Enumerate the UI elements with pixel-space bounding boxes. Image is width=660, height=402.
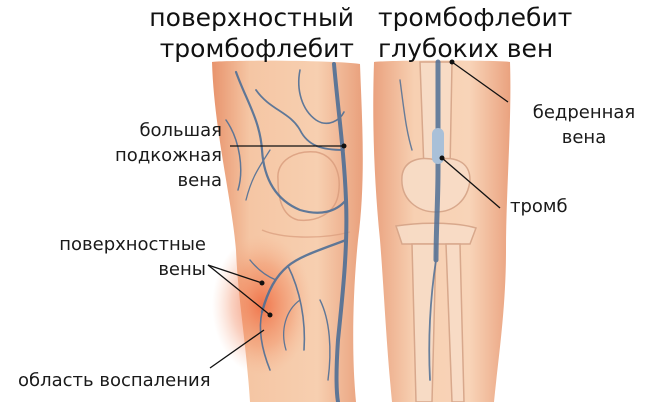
label-inflammation-area: область воспаления: [18, 370, 211, 391]
femoral-vein-path: [433, 59, 441, 263]
right-title-line-2: глубоких вен: [378, 34, 554, 63]
pointer-thrombus: [441, 157, 501, 209]
thrombus-mark: [432, 128, 444, 164]
pointer-inflammation: [209, 329, 265, 369]
label-thrombus: тромб: [510, 196, 568, 217]
deep-veins: [399, 59, 441, 381]
label-great-saphenous-vein: большая подкожная вена: [115, 120, 222, 191]
right-title: тромбофлебит глубоких вен: [378, 2, 572, 64]
pointer-superficial-2: [207, 264, 271, 316]
superficial-veins-network: [225, 62, 349, 402]
right-title-line-1: тромбофлебит: [378, 3, 573, 32]
inflammation-area: [212, 235, 312, 375]
left-title: поверхностный тромбофлебит: [140, 2, 354, 64]
label-superficial-veins: поверхностные вены: [59, 234, 206, 280]
left-title-line-1: поверхностный: [149, 3, 354, 32]
left-kneecap: [277, 151, 340, 222]
pointer-superficial-1: [207, 264, 263, 284]
label-femoral-vein: бедренная вена: [532, 102, 636, 148]
pointer-femoral: [451, 61, 509, 103]
great-saphenous-vein-path: [332, 62, 349, 402]
left-title-line-2: тромбофлебит: [159, 34, 354, 63]
